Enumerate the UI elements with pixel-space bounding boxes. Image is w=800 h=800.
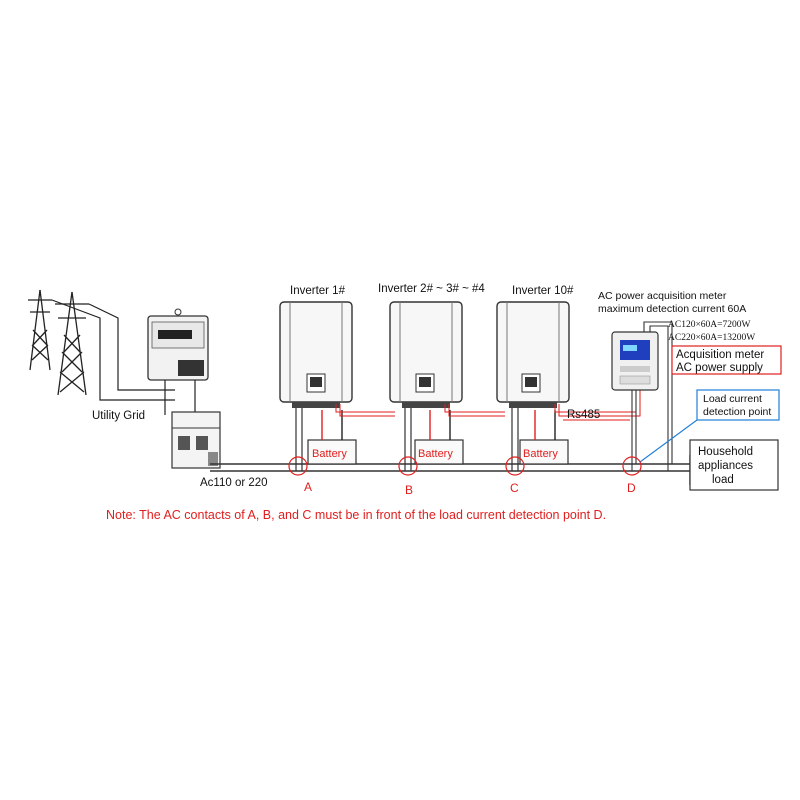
battery-2: Battery bbox=[414, 410, 464, 465]
circuit-breaker bbox=[171, 411, 221, 469]
battery-3-label: Battery bbox=[523, 448, 558, 460]
battery-2-label: Battery bbox=[418, 448, 453, 460]
inverter-2 bbox=[389, 301, 463, 408]
point-a-label: A bbox=[304, 480, 312, 494]
battery-1: Battery bbox=[307, 410, 357, 465]
detection-label-2: detection point bbox=[703, 406, 771, 418]
point-d-label: D bbox=[627, 481, 636, 495]
detection-point-callout: Load current detection point bbox=[639, 389, 780, 463]
transmission-tower-icon bbox=[28, 289, 89, 396]
grid-feed-lines bbox=[51, 299, 175, 401]
acquisition-meter bbox=[611, 331, 659, 391]
household-load-box: Household appliances load bbox=[689, 439, 779, 491]
meter-spec-2: AC220×60A=13200W bbox=[668, 333, 755, 343]
load-label-3: load bbox=[712, 474, 734, 486]
energy-meter bbox=[147, 308, 209, 381]
utility-grid-label: Utility Grid bbox=[92, 410, 145, 422]
meter-supply-label-2: AC power supply bbox=[676, 362, 763, 374]
detection-label-1: Load current bbox=[703, 393, 762, 405]
inverter-10-label: Inverter 10# bbox=[512, 285, 574, 297]
point-c-label: C bbox=[510, 481, 519, 495]
meter-supply-label-1: Acquisition meter bbox=[676, 349, 764, 361]
battery-3: Battery bbox=[519, 410, 569, 465]
inverter-2-4-label: Inverter 2# ~ 3# ~ #4 bbox=[378, 283, 485, 295]
battery-1-label: Battery bbox=[312, 448, 347, 460]
meter-title-1: AC power acquisition meter bbox=[598, 290, 727, 302]
inverter-1-label: Inverter 1# bbox=[290, 285, 346, 297]
load-label-1: Household bbox=[698, 446, 753, 458]
inverter-1 bbox=[279, 301, 353, 408]
load-label-2: appliances bbox=[698, 460, 753, 472]
meter-spec-1: AC120×60A=7200W bbox=[668, 320, 751, 330]
point-b-label: B bbox=[405, 483, 413, 497]
rs485-label: Rs485 bbox=[567, 409, 600, 421]
meter-supply-callout: Acquisition meter AC power supply bbox=[671, 345, 782, 375]
meter-title-2: maximum detection current 60A bbox=[598, 303, 746, 315]
contact-markers bbox=[288, 456, 642, 476]
inverter-10 bbox=[496, 301, 570, 408]
ac-voltage-label: Ac110 or 220 bbox=[200, 477, 268, 489]
placement-note: Note: The AC contacts of A, B, and C mus… bbox=[106, 508, 606, 522]
